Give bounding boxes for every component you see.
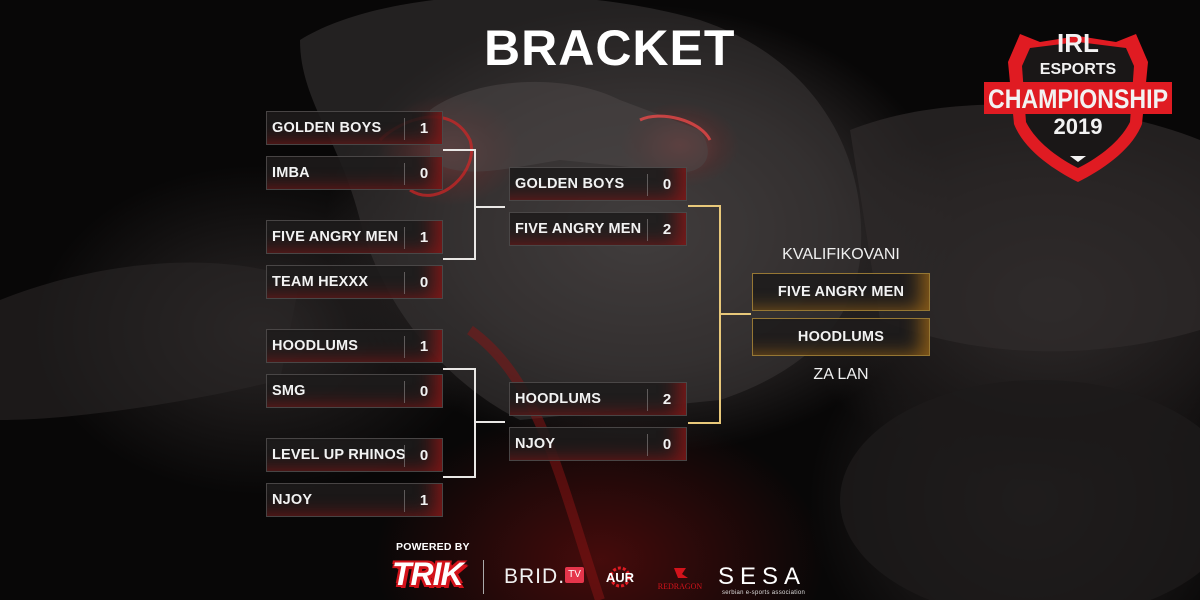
team-name: NJOY [272, 492, 313, 508]
team-score: 1 [419, 120, 429, 137]
brid-tv-logo: BRID. [504, 565, 565, 589]
team-score: 0 [419, 383, 429, 400]
team-name: HOODLUMS [272, 338, 359, 354]
bracket-connector [474, 206, 505, 208]
logo-esports: ESPORTS [1040, 61, 1117, 78]
match-team-box[interactable]: IMBA 0 [266, 156, 443, 190]
team-score: 0 [662, 176, 672, 193]
bracket-connector-gold [719, 313, 751, 315]
brid-dot: . [558, 565, 566, 588]
qualified-team-box[interactable]: HOODLUMS [752, 318, 930, 356]
logo-irl: IRL [1057, 28, 1099, 58]
team-score: 0 [419, 274, 429, 291]
match-team-box[interactable]: HOODLUMS 1 [266, 329, 443, 363]
bracket-connector [474, 421, 505, 423]
match-team-box[interactable]: NJOY 0 [509, 427, 687, 461]
match-team-box[interactable]: NJOY 1 [266, 483, 443, 517]
score-divider [404, 381, 405, 403]
bracket-connector [443, 258, 476, 260]
team-name: SMG [272, 383, 306, 399]
match-team-box[interactable]: HOODLUMS 2 [509, 382, 687, 416]
match-team-box[interactable]: GOLDEN BOYS 0 [509, 167, 687, 201]
match-team-box[interactable]: TEAM HEXXX 0 [266, 265, 443, 299]
tv-badge: TV [565, 567, 584, 583]
team-score: 1 [419, 229, 429, 246]
match-team-box[interactable]: LEVEL UP RHINOS 0 [266, 438, 443, 472]
team-score: 0 [419, 447, 429, 464]
team-name: GOLDEN BOYS [515, 176, 625, 192]
score-divider [647, 389, 648, 411]
qualified-team-box[interactable]: FIVE ANGRY MEN [752, 273, 930, 311]
team-score: 1 [419, 492, 429, 509]
page-title: BRACKET [484, 20, 736, 76]
sesa-subtitle: serbian e-sports association [722, 590, 806, 596]
bracket-connector [443, 368, 476, 370]
bracket-connector [474, 149, 476, 260]
team-name: IMBA [272, 165, 310, 181]
score-divider [404, 163, 405, 185]
redragon-text: REDRAGON [658, 582, 703, 591]
bracket-connector [474, 368, 476, 478]
score-divider [647, 174, 648, 196]
aur-logo: AUR [606, 566, 635, 588]
match-team-box[interactable]: FIVE ANGRY MEN 1 [266, 220, 443, 254]
team-name: HOODLUMS [515, 391, 602, 407]
bracket-connector [443, 476, 476, 478]
match-team-box[interactable]: FIVE ANGRY MEN 2 [509, 212, 687, 246]
match-team-box[interactable]: SMG 0 [266, 374, 443, 408]
score-divider [404, 227, 405, 249]
sesa-logo: SESA [718, 563, 807, 590]
team-name: HOODLUMS [797, 329, 885, 345]
match-team-box[interactable]: GOLDEN BOYS 1 [266, 111, 443, 145]
redragon-logo: REDRAGON [658, 568, 703, 591]
score-divider [404, 118, 405, 140]
team-name: NJOY [515, 436, 556, 452]
team-name: GOLDEN BOYS [272, 120, 382, 136]
score-divider [404, 490, 405, 512]
team-score: 2 [662, 221, 672, 238]
irl-esports-championship-logo: IRL ESPORTS CHAMPIONSHIP 2019 [984, 28, 1172, 182]
team-name: FIVE ANGRY MEN [777, 284, 905, 300]
powered-by-label: POWERED BY [396, 541, 470, 553]
brid-name: BRID [504, 565, 559, 588]
qualified-header: KVALIFIKOVANI [782, 246, 900, 263]
score-divider [404, 272, 405, 294]
aur-text: AUR [606, 570, 635, 585]
team-name: FIVE ANGRY MEN [515, 221, 642, 237]
team-name: FIVE ANGRY MEN [272, 229, 399, 245]
team-score: 1 [419, 338, 429, 355]
team-name: TEAM HEXXX [272, 274, 369, 290]
team-score: 0 [419, 165, 429, 182]
logo-championship: CHAMPIONSHIP [988, 84, 1168, 114]
score-divider [647, 219, 648, 241]
qualified-footer: ZA LAN [813, 366, 869, 383]
score-divider [404, 336, 405, 358]
team-name: LEVEL UP RHINOS [272, 447, 406, 463]
bracket-connector-gold [688, 205, 721, 207]
logo-year: 2019 [1054, 114, 1103, 139]
bracket-connector-gold [688, 422, 721, 424]
bracket-connector [443, 149, 476, 151]
team-score: 0 [662, 436, 672, 453]
score-divider [404, 445, 405, 467]
trik-logo: TRIK [392, 556, 464, 592]
sponsor-divider [483, 560, 484, 594]
score-divider [647, 434, 648, 456]
team-score: 2 [662, 391, 672, 408]
